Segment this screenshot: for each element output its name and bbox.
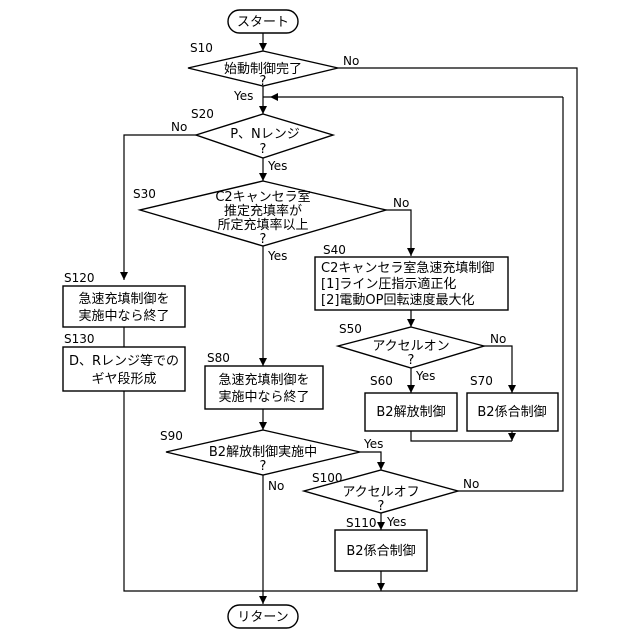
decision-text-s30-line2: 推定充填率が: [224, 203, 302, 219]
step-label-s130: S130: [64, 332, 95, 346]
end-terminal: リターン: [228, 605, 298, 628]
yes-label-s100: Yes: [386, 515, 406, 529]
process-text-s120-line2: 実施中なら終了: [78, 308, 169, 324]
process-text-s80-line1: 急速充填制御を: [218, 372, 309, 388]
step-label-s10: S10: [190, 41, 213, 55]
step-label-s90: S90: [160, 429, 183, 443]
decision-text-s20: P、Nレンジ: [230, 127, 300, 142]
step-label-s80: S80: [207, 351, 230, 365]
process-text-s40-line3: [2]電動OP回転速度最大化: [321, 292, 475, 308]
decision-s100: S100 アクセルオフ ? No Yes: [304, 470, 479, 529]
decision-text-s30-line3: 所定充填率以上: [217, 217, 308, 233]
no-label-s50: No: [490, 332, 506, 346]
question-mark-s20: ?: [260, 142, 267, 157]
decision-text-s90: B2解放制御実施中: [209, 444, 317, 460]
yes-label-s20: Yes: [267, 159, 287, 173]
no-label-s90: No: [268, 479, 284, 493]
yes-label-s30: Yes: [267, 249, 287, 263]
no-label-s20: No: [171, 120, 187, 134]
no-label-s100: No: [463, 477, 479, 491]
step-label-s110: S110: [346, 516, 377, 530]
process-text-s70: B2係合制御: [477, 405, 546, 420]
decision-text-s50: アクセルオン: [372, 339, 449, 354]
step-label-s40: S40: [323, 243, 346, 257]
question-mark-s30: ?: [260, 232, 267, 247]
step-label-s120: S120: [64, 271, 95, 285]
question-mark-s90: ?: [260, 459, 267, 474]
decision-s30: S30 C2キャンセラ室 推定充填率が 所定充填率以上 ? No Yes: [133, 181, 409, 263]
end-label: リターン: [237, 610, 288, 625]
process-text-s80-line2: 実施中なら終了: [218, 389, 309, 405]
decision-s20: S20 P、Nレンジ ? No Yes: [171, 107, 333, 173]
start-terminal: スタート: [228, 10, 298, 33]
process-text-s60: B2解放制御: [376, 405, 445, 420]
step-label-s30: S30: [133, 187, 156, 201]
no-label-s30: No: [393, 196, 409, 210]
question-mark-s10: ?: [260, 74, 267, 89]
process-text-s40-line1: C2キャンセラ室急速充填制御: [321, 260, 494, 276]
decision-s10: S10 始動制御完了 ? No Yes: [188, 41, 359, 103]
process-text-s110: B2係合制御: [346, 544, 415, 559]
decision-text-s30-line1: C2キャンセラ室: [215, 189, 310, 205]
yes-label-s50: Yes: [415, 369, 435, 383]
process-text-s130-line2: ギヤ段形成: [91, 372, 156, 387]
process-text-s120-line1: 急速充填制御を: [78, 291, 169, 307]
process-text-s40-line2: [1]ライン圧指示適正化: [321, 276, 456, 292]
yes-label-s10: Yes: [233, 89, 253, 103]
step-label-s70: S70: [470, 374, 493, 388]
no-label-s10: No: [343, 54, 359, 68]
step-label-s100: S100: [312, 471, 343, 485]
process-text-s130-line1: D、Rレンジ等での: [69, 353, 179, 369]
question-mark-s50: ?: [408, 353, 415, 368]
decision-text-s100: アクセルオフ: [342, 485, 419, 500]
yes-label-s90: Yes: [363, 437, 383, 451]
step-label-s60: S60: [370, 374, 393, 388]
step-label-s50: S50: [339, 322, 362, 336]
question-mark-s100: ?: [378, 499, 385, 514]
start-label: スタート: [237, 15, 289, 30]
step-label-s20: S20: [191, 107, 214, 121]
